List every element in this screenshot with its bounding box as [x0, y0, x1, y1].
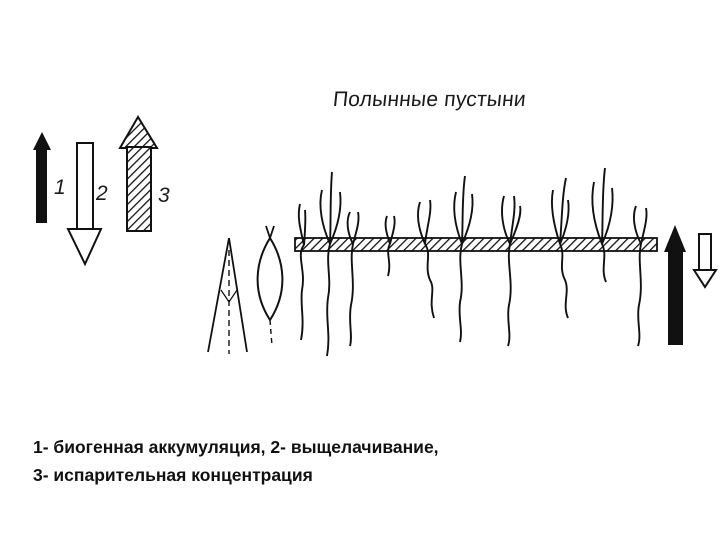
caption-line-1: 1- биогенная аккумуляция, 2- выщелачиван… [33, 433, 439, 461]
wormwood-plant [418, 200, 434, 318]
wormwood-plant [299, 204, 306, 340]
wormwood-plant [502, 196, 520, 346]
wormwood-plant [634, 206, 647, 346]
legend-number-2: 2 [96, 182, 108, 206]
upward-arrow-solid [664, 225, 686, 345]
conical-tree [208, 238, 247, 354]
round-plant [258, 226, 283, 346]
legend-number-1: 1 [54, 176, 66, 200]
wormwood-plant [348, 212, 359, 346]
diagram-title: Полынные пустыни [332, 88, 527, 112]
caption: 1- биогенная аккумуляция, 2- выщелачиван… [33, 433, 439, 489]
wormwood-plant [592, 168, 612, 282]
wormwood-plant [320, 172, 340, 356]
legend-arrow-3-evaporative-concentration [120, 117, 157, 231]
downward-arrow-outline [694, 234, 716, 287]
legend-number-3: 3 [158, 184, 170, 208]
caption-line-2: 3- испарительная концентрация [33, 461, 439, 489]
wormwood-plant [454, 176, 472, 342]
legend-arrow-1-biogenic-accumulation [33, 132, 51, 223]
wormwood-shrubs [299, 168, 647, 356]
